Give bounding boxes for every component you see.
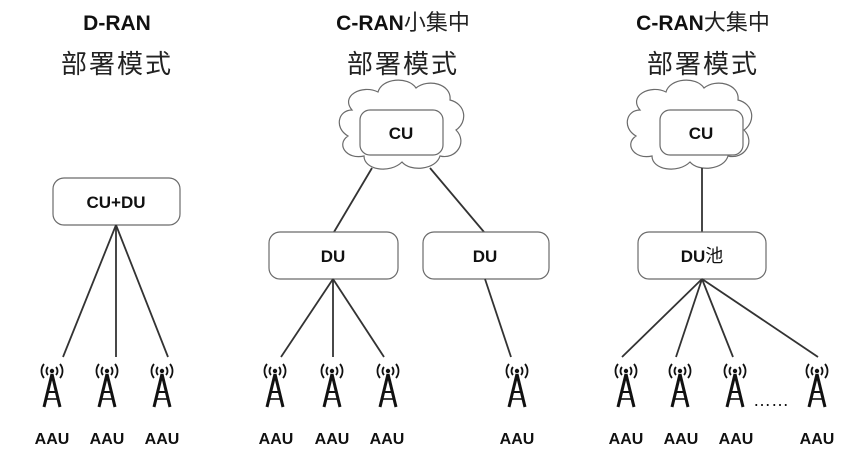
- antenna-icon: [723, 363, 747, 408]
- aau-label: AAU: [664, 431, 699, 448]
- antenna-icon: [320, 363, 344, 408]
- antenna-icon: [150, 363, 174, 408]
- panel-3-subtitle: 部署模式: [647, 50, 759, 80]
- cu-box: [659, 109, 744, 156]
- du-pool-label: DU池: [681, 246, 724, 267]
- aau-label: AAU: [370, 431, 405, 448]
- aau-label: AAU: [500, 431, 535, 448]
- cu-label: CU: [389, 124, 414, 143]
- du-label: DU: [321, 247, 346, 266]
- panel-3-title: C-RAN大集中: [636, 11, 770, 36]
- link-cudu-aau-1: [62, 224, 117, 358]
- cu-du-label: CU+DU: [86, 193, 145, 212]
- antenna-icon: [376, 363, 400, 408]
- link-du-pool-aau: [675, 278, 703, 358]
- antenna-icon: [614, 363, 638, 408]
- panel-2-title: C-RAN小集中: [336, 11, 470, 36]
- antenna-icon: [505, 363, 529, 408]
- antenna-icon: [40, 363, 64, 408]
- link-du-pool-aau: [621, 278, 703, 358]
- aau-label: AAU: [90, 431, 125, 448]
- cu-box: [359, 109, 444, 156]
- panel-c-ran-small: C-RAN小集中 部署模式 CU DU DU AAU AAU AAU AAU: [259, 11, 550, 448]
- link-cu-du-left: [333, 167, 373, 233]
- ellipsis: ……: [753, 390, 789, 410]
- link-du-aau: [332, 278, 385, 358]
- aau-label: AAU: [315, 431, 350, 448]
- panel-1-title: D-RAN: [83, 12, 151, 35]
- link-du-pool-aau: [701, 278, 734, 358]
- panel-2-subtitle: 部署模式: [347, 50, 459, 80]
- antenna-icon: [263, 363, 287, 408]
- link-cu-du-right: [429, 167, 485, 233]
- antenna-icon: [95, 363, 119, 408]
- panel-d-ran: D-RAN 部署模式 CU+DU AAU AAU AAU: [35, 12, 181, 448]
- aau-label: AAU: [800, 431, 835, 448]
- aau-label: AAU: [259, 431, 294, 448]
- link-du-aau: [280, 278, 334, 358]
- du-box-right: [422, 231, 550, 280]
- cu-label: CU: [689, 124, 714, 143]
- aau-label: AAU: [719, 431, 754, 448]
- antenna-icon: [668, 363, 692, 408]
- aau-label: AAU: [609, 431, 644, 448]
- aau-label: AAU: [145, 431, 180, 448]
- aau-label: AAU: [35, 431, 70, 448]
- link-du-aau: [484, 278, 512, 358]
- link-cudu-aau-3: [115, 224, 169, 358]
- panel-1-subtitle: 部署模式: [61, 50, 173, 80]
- panel-c-ran-large: C-RAN大集中 部署模式 CU DU池 …… AAU AAU AAU AAU: [609, 11, 835, 448]
- du-label: DU: [473, 247, 498, 266]
- link-du-pool-aau: [701, 278, 819, 358]
- antenna-icon: [805, 363, 829, 408]
